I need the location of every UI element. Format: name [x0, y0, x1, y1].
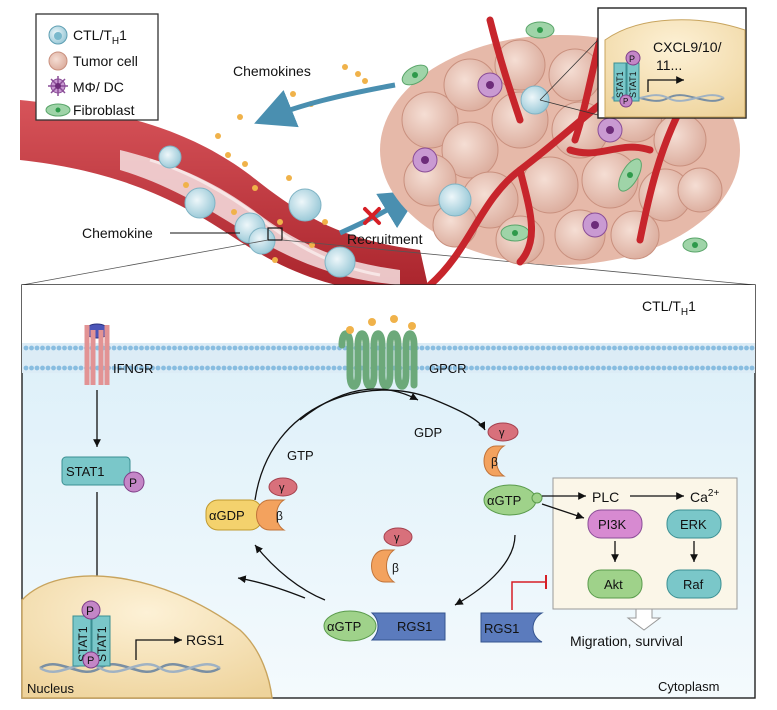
blocked-x-icon — [363, 207, 381, 225]
nuc-p-bottom: P — [87, 655, 94, 667]
chemokines-arrow — [254, 82, 396, 128]
output-arrow — [626, 608, 662, 631]
raf-label: Raf — [683, 577, 704, 592]
nuc-p-top: P — [86, 604, 94, 618]
raf-node — [666, 569, 722, 599]
legend-item-fibroblast: Fibroblast — [73, 102, 135, 118]
inset-gene-label-2: 11... — [656, 57, 682, 73]
beta-top: β — [491, 455, 498, 469]
cell-panel: CTL/TH1 IFNGR GPCR STAT1 P Nucleus STA — [21, 284, 756, 699]
blood-vessel — [20, 100, 430, 295]
gtp-label: GTP — [287, 448, 314, 463]
stat1-label: STAT1 — [66, 464, 105, 479]
pi3k-label: PI3K — [598, 517, 627, 532]
legend: CTL/TH1 Tumor cell MΦ/ DC Fibroblast — [35, 13, 159, 121]
nucleus-label: Nucleus — [27, 681, 74, 696]
beta-mid: β — [392, 561, 399, 575]
gamma-mid: γ — [394, 532, 400, 544]
gamma-top: γ — [499, 427, 505, 439]
rgs1-inhibition — [511, 581, 546, 610]
ifngr-receptor — [84, 323, 110, 385]
nuc-stat1-right-box — [91, 615, 111, 667]
zoom-box — [267, 227, 283, 241]
gdp-label: GDP — [414, 425, 442, 440]
rgs1-free — [480, 612, 544, 643]
ca-label: Ca2+ — [690, 488, 719, 505]
erk-label: ERK — [680, 517, 707, 532]
nuc-phospho-bottom — [82, 651, 100, 669]
cell-title: CTL/TH1 — [642, 298, 696, 318]
stat1-p-label: P — [129, 476, 137, 490]
nuc-phospho-top — [81, 600, 101, 620]
cytoplasm-label: Cytoplasm — [658, 679, 719, 694]
beta-left: β — [276, 509, 283, 523]
gpcr-label: GPCR — [429, 361, 467, 376]
migration-label: Migration, survival — [570, 633, 683, 649]
gamma-left: γ — [279, 482, 285, 494]
zoom-line-left — [21, 239, 269, 286]
pi3k-node — [587, 509, 643, 539]
inset-p-top: P — [629, 54, 635, 64]
alpha-gtp-rgs1 — [323, 610, 377, 642]
legend-macrophage-icon — [48, 76, 68, 96]
inset-gene-label: CXCL9/10/ — [653, 39, 722, 55]
legend-tumor-icon — [48, 51, 68, 71]
erk-node — [666, 509, 722, 539]
legend-item-macrophage: MΦ/ DC — [73, 79, 124, 95]
rgs1-gene-label: RGS1 — [186, 632, 224, 648]
rgs1-free-label: RGS1 — [484, 621, 519, 636]
ifngr-label: IFNGR — [113, 361, 153, 376]
chemokine-label: Chemokine — [82, 225, 153, 241]
legend-item-tumor: Tumor cell — [73, 53, 138, 69]
stat1-phospho — [123, 471, 145, 493]
inset-p-bottom: P — [623, 97, 628, 106]
inset-stat1-left: STAT1 — [615, 71, 625, 98]
beta-gamma-top — [483, 422, 519, 477]
stat1-box — [61, 456, 131, 486]
nuc-stat1-right: STAT1 — [95, 626, 109, 662]
gpcr-receptor — [338, 315, 418, 390]
alpha-gtp-2-label: αGTP — [327, 619, 361, 634]
alpha-gtp-label: αGTP — [487, 493, 521, 508]
akt-node — [587, 569, 643, 599]
chemokines-label: Chemokines — [233, 63, 311, 79]
alpha-gdp-label: αGDP — [209, 508, 245, 523]
legend-item-ctl: CTL/TH1 — [73, 27, 127, 47]
akt-label: Akt — [604, 577, 623, 592]
vessel-ctl-cells — [158, 145, 356, 278]
rgs1-bound-label: RGS1 — [397, 619, 432, 634]
plc-label: PLC — [592, 489, 619, 505]
nuclear-dna — [39, 663, 221, 673]
inset-stat1-right: STAT1 — [628, 71, 638, 98]
inset-box: STAT1 STAT1 P P CXCL9/10/ 11... — [539, 7, 747, 119]
recruitment-label: Recruitment — [347, 231, 423, 247]
